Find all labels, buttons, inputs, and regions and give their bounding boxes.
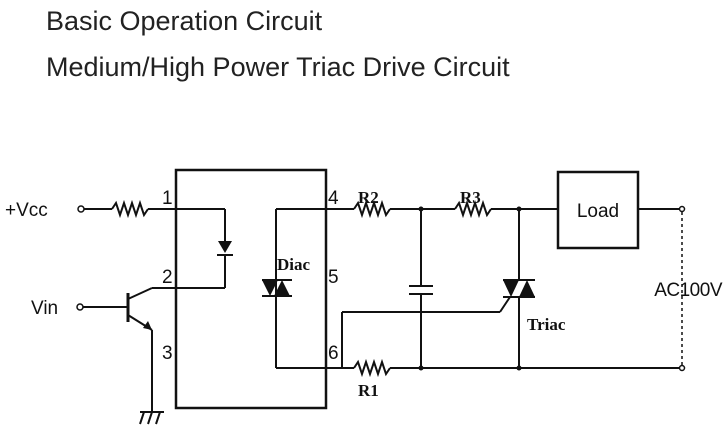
led-symbol bbox=[176, 209, 233, 289]
vcc-resistor bbox=[111, 199, 149, 219]
r3-label: R3 bbox=[460, 188, 481, 207]
r2-resistor bbox=[326, 199, 455, 219]
r2-label: R2 bbox=[358, 188, 379, 207]
triac-symbol bbox=[503, 206, 535, 371]
pin-1-label: 1 bbox=[162, 188, 173, 209]
r1-label: R1 bbox=[358, 381, 379, 400]
vcc-label: +Vcc bbox=[5, 200, 48, 221]
diac-symbol bbox=[262, 208, 326, 369]
ac-terminals bbox=[638, 205, 686, 372]
r1-resistor bbox=[326, 358, 682, 378]
transistor-symbol bbox=[76, 287, 176, 425]
ac-voltage-label: AC100V bbox=[654, 280, 723, 301]
pin-6-label: 6 bbox=[328, 343, 339, 364]
capacitor-symbol bbox=[409, 206, 433, 371]
page-subtitle: Medium/High Power Triac Drive Circuit bbox=[46, 52, 510, 82]
page-title: Basic Operation Circuit bbox=[46, 6, 323, 36]
pin-3-label: 3 bbox=[162, 343, 173, 364]
r3-resistor bbox=[454, 199, 558, 219]
pin-2-label: 2 bbox=[162, 267, 173, 288]
diac-label: Diac bbox=[277, 255, 311, 274]
triac-label: Triac bbox=[527, 315, 566, 334]
pin-4-label: 4 bbox=[328, 188, 339, 209]
load-label: Load bbox=[577, 201, 619, 222]
pin-5-label: 5 bbox=[328, 267, 339, 288]
gate-wire bbox=[341, 296, 511, 368]
vin-label: Vin bbox=[31, 298, 58, 319]
vcc-input bbox=[77, 199, 225, 219]
